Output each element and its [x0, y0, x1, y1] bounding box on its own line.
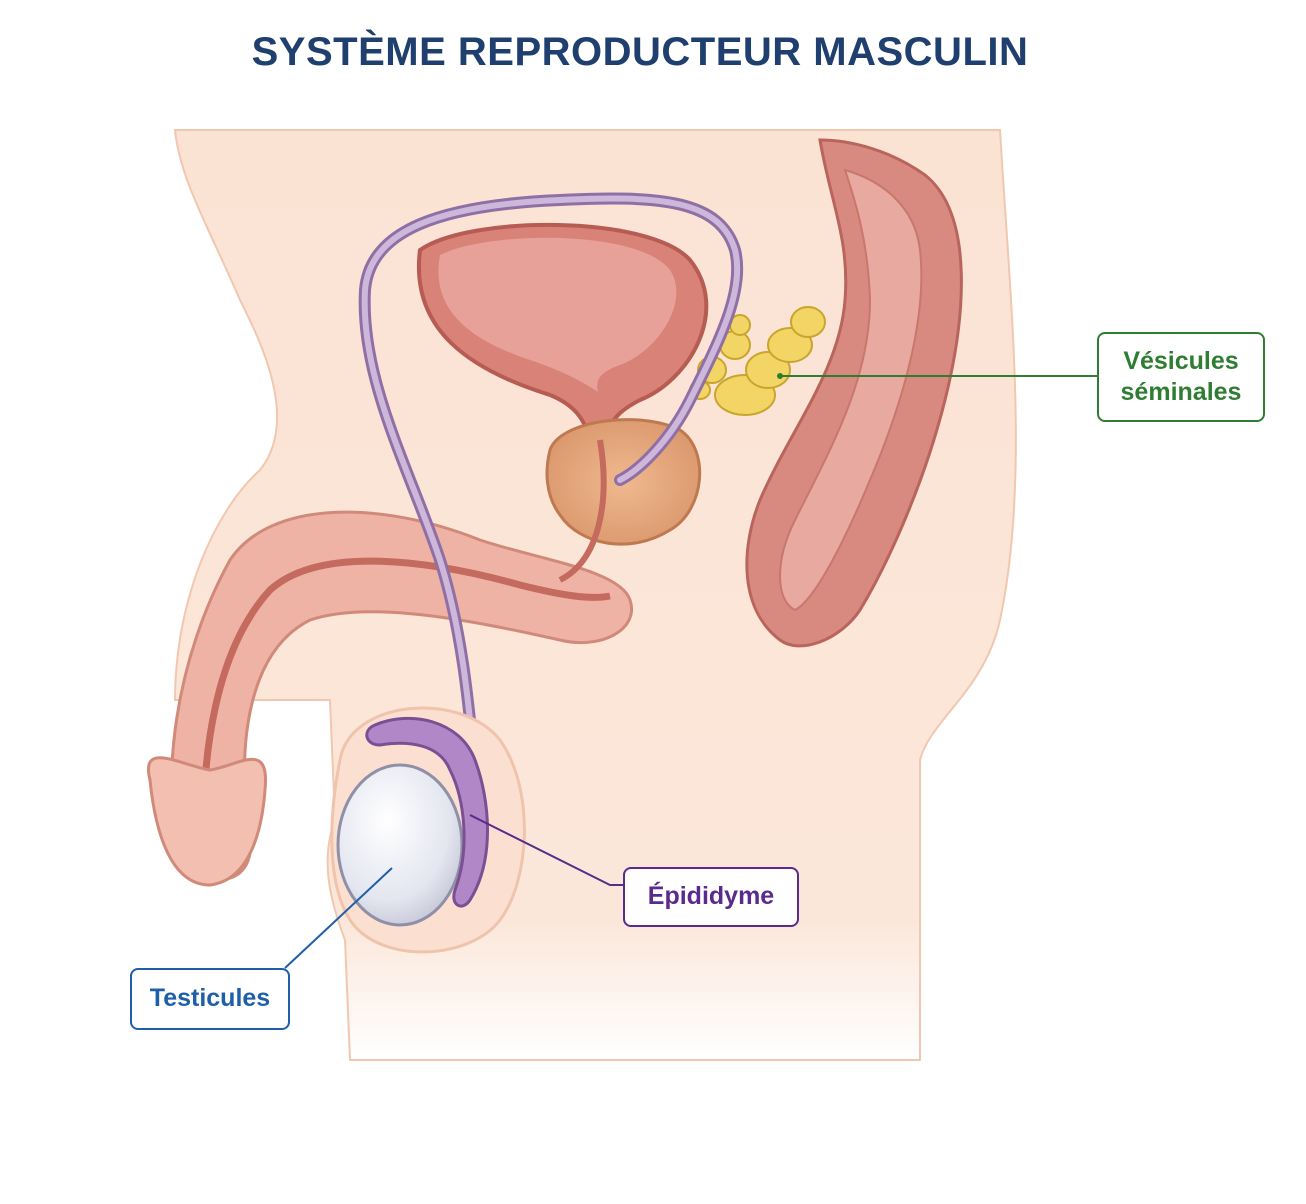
testis: [336, 763, 464, 927]
testicules-leader: [284, 867, 393, 969]
seminal-vesicles: [689, 306, 826, 416]
glans: [146, 756, 268, 887]
label-epididyme: Épididyme: [623, 867, 799, 927]
bladder-inner: [438, 237, 677, 392]
penis: [170, 510, 634, 882]
rectum-inner: [779, 168, 923, 612]
label-epididyme-text: Épididyme: [647, 882, 775, 911]
vas-deferens-highlight: [361, 195, 741, 823]
ejaculatory-duct: [558, 439, 607, 583]
epididyme-leader: [469, 814, 623, 886]
label-testicules-text: Testicules: [149, 984, 271, 1013]
label-vesicules-text: Vésicules séminales: [1120, 346, 1242, 406]
page-title: SYSTÈME REPRODUCTEUR MASCULIN: [251, 30, 1029, 74]
label-testicules: Testicules: [130, 968, 290, 1030]
label-vesicules-seminales: Vésicules séminales: [1097, 332, 1265, 422]
vesicules-leader-dot: [777, 373, 783, 379]
urethra: [200, 557, 611, 851]
epididymis: [365, 717, 489, 908]
